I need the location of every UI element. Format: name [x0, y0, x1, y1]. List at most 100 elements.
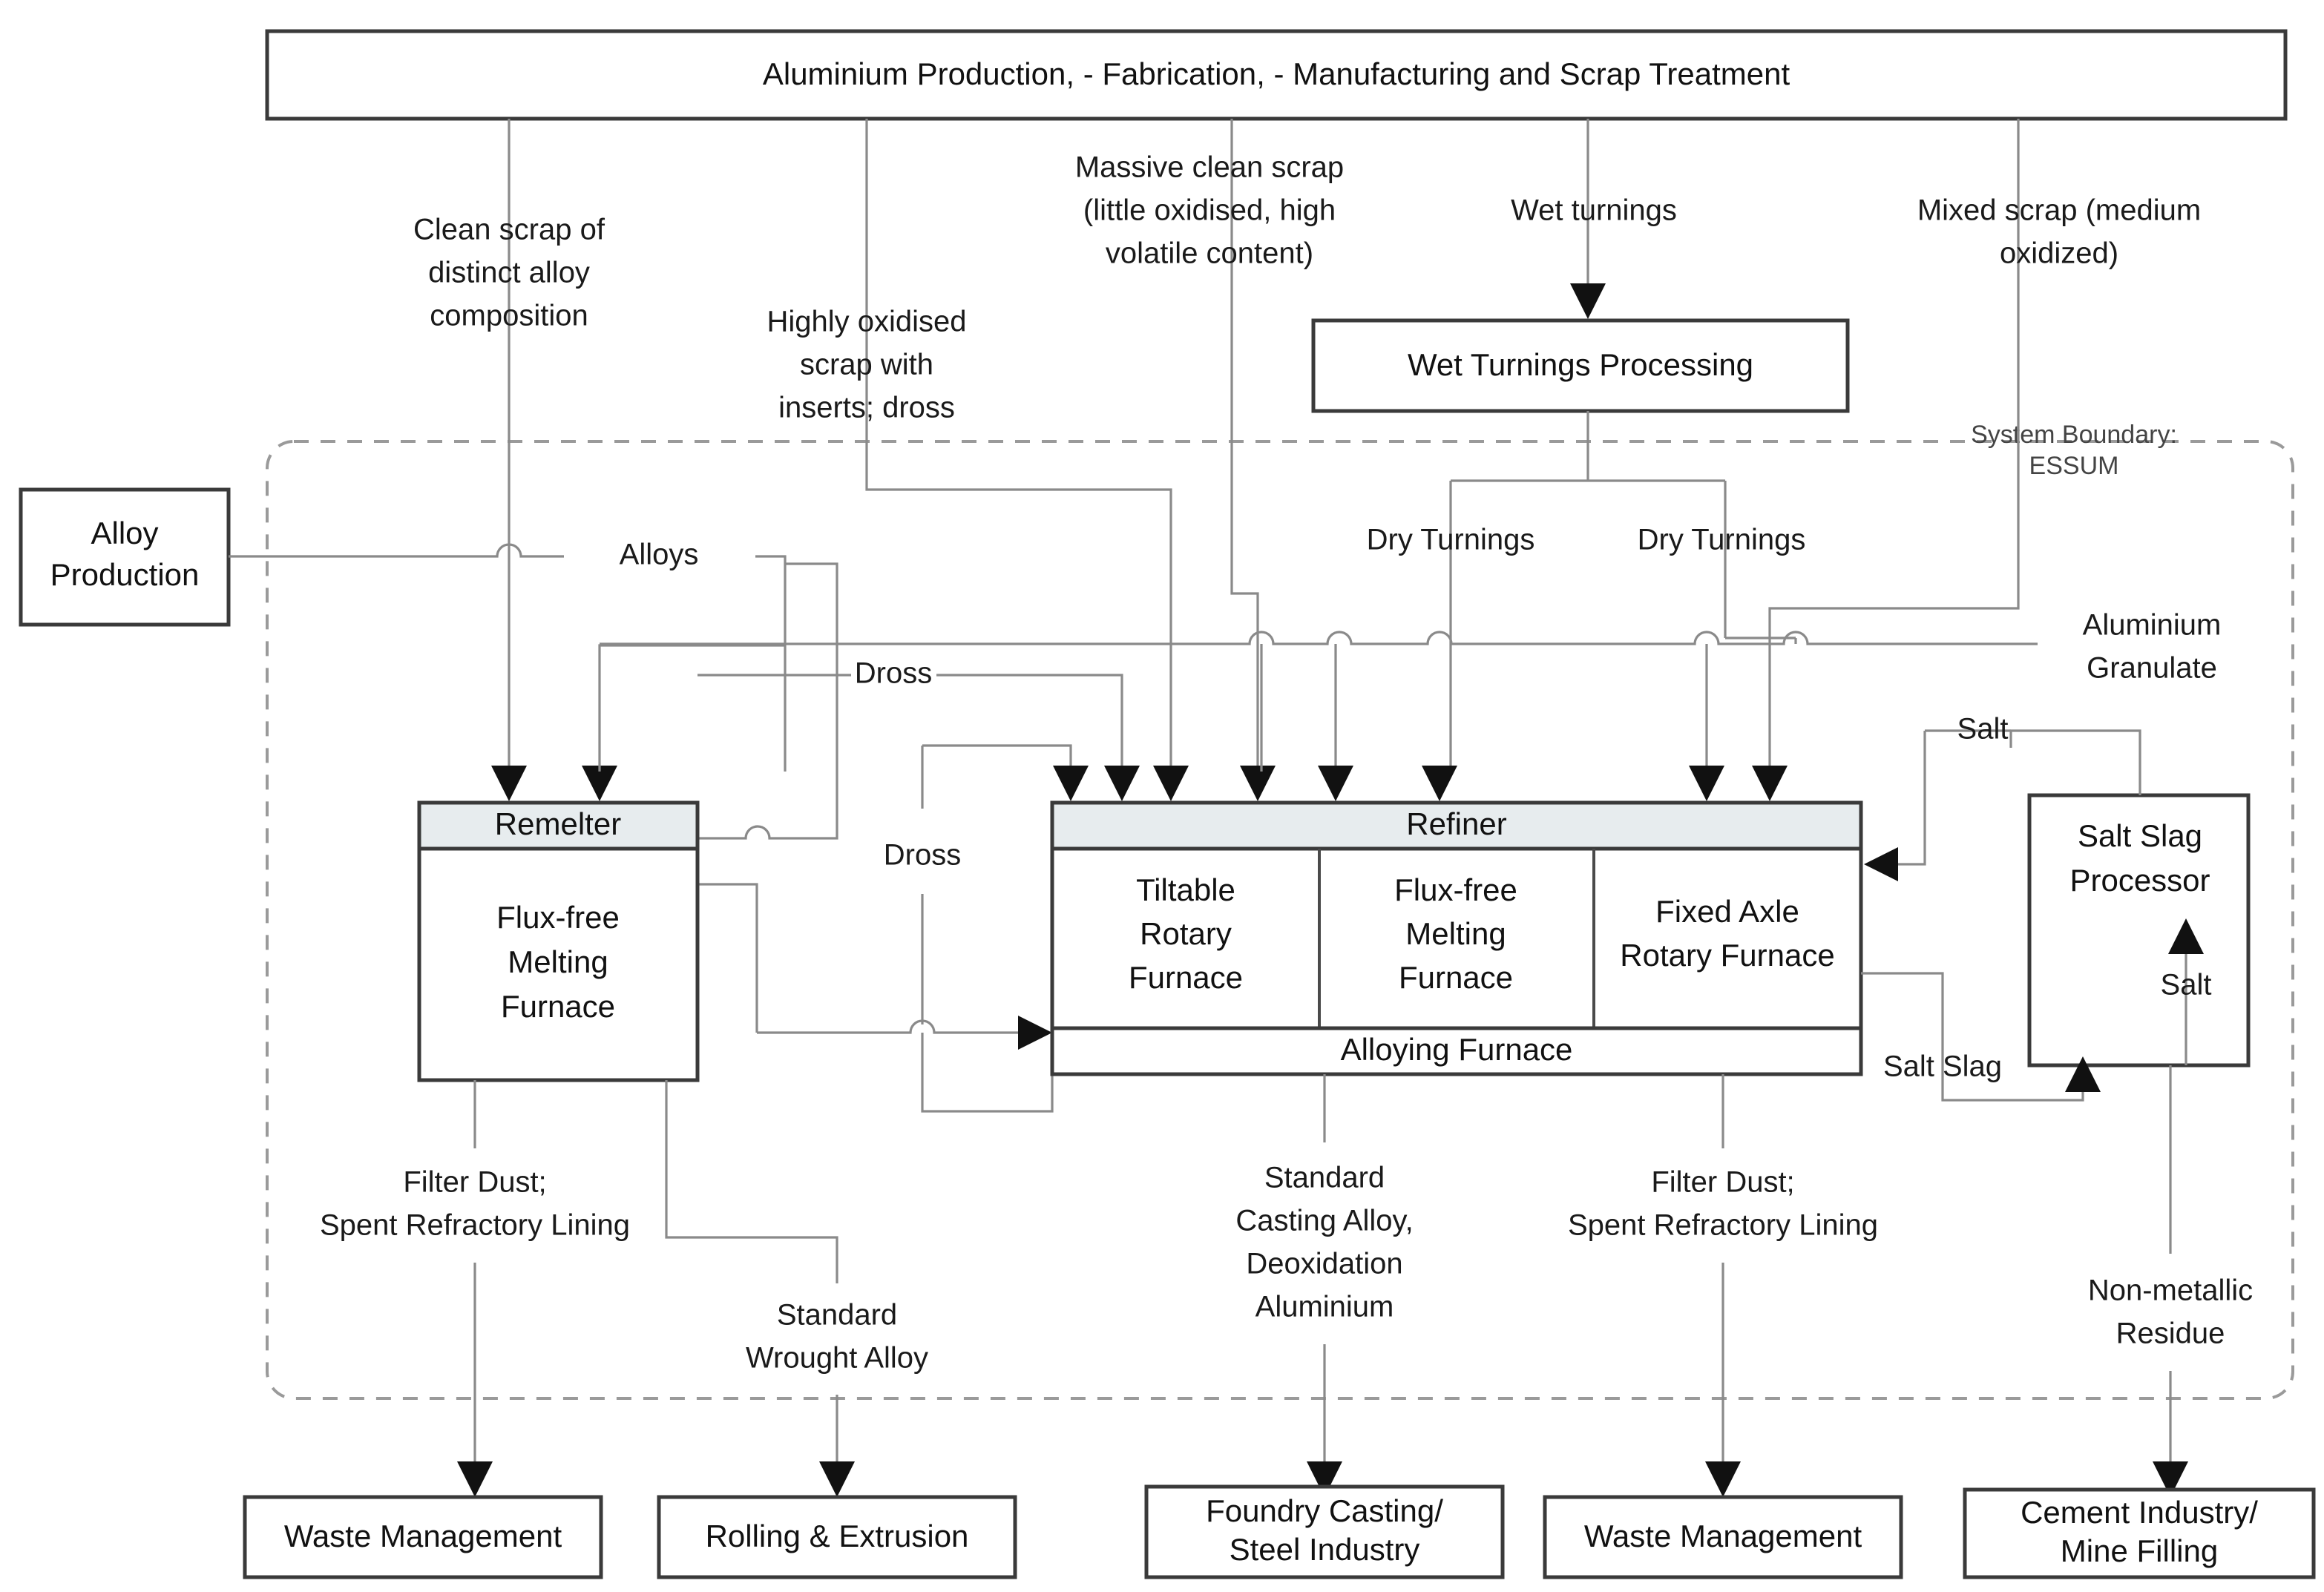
alloy-production-l1: Alloy: [91, 516, 158, 550]
label-clean-scrap-l2: distinct alloy: [428, 257, 590, 289]
refiner-cell-1-l2: Melting: [1405, 916, 1506, 951]
arrowhead-salt-slag: [2065, 1056, 2101, 1092]
flow-highly-oxidised: [865, 119, 1172, 772]
sink-label-waste-management-right: Waste Management: [1584, 1519, 1862, 1553]
label-filter-dust-right-l1: Filter Dust;: [1651, 1166, 1794, 1199]
arrowhead-foundry: [1307, 1461, 1342, 1497]
label-alloys: Alloys: [620, 539, 699, 571]
refiner-header-label: Refiner: [1406, 806, 1506, 841]
salt-slag-processor-box[interactable]: [2027, 793, 2251, 1068]
remelter-body[interactable]: [417, 846, 700, 1082]
arrowhead-alloys: [582, 766, 617, 801]
label-salt-top: Salt: [1957, 713, 2009, 746]
label-aluminium-granulate-l2: Granulate: [2087, 652, 2217, 685]
refiner-cell-0-l2: Rotary: [1140, 916, 1232, 951]
remelter-header-label: Remelter: [495, 806, 621, 841]
label-standard-casting-l3: Deoxidation: [1246, 1248, 1402, 1280]
sink-label-rolling-extrusion: Rolling & Extrusion: [706, 1519, 969, 1553]
label-highly-oxidised-l3: inserts; dross: [778, 392, 955, 424]
flow-into-alloying: [757, 1019, 1028, 1034]
label-salt-slag: Salt Slag: [1883, 1050, 2002, 1083]
refiner-header[interactable]: [1050, 800, 1863, 851]
system-boundary-label-line2: ESSUM: [2029, 452, 2119, 480]
sink-box-cement-mine-filling[interactable]: [1963, 1487, 2316, 1579]
wet-turnings-processing-box[interactable]: [1311, 318, 1850, 413]
sink-label-waste-management-left: Waste Management: [284, 1519, 562, 1553]
top-source-label: Aluminium Production, - Fabrication, - M…: [763, 56, 1790, 91]
label-non-metallic-l2: Residue: [2116, 1318, 2225, 1350]
refiner-cell-1-l1: Flux-free: [1394, 872, 1517, 907]
flow-aluminium-granulate: [600, 631, 2038, 645]
label-mixed-scrap-l2: oxidized): [2000, 237, 2118, 270]
label-standard-wrought-l1: Standard: [777, 1299, 897, 1332]
remelter-body-l1: Flux-free: [496, 900, 620, 935]
sink-box-waste-management-left[interactable]: [243, 1495, 603, 1579]
top-source-box[interactable]: [265, 29, 2288, 121]
salt-slag-processor-l2: Processor: [2069, 863, 2210, 898]
sink-label-foundry-l2: Steel Industry: [1230, 1532, 1420, 1567]
remelter-body-l2: Melting: [508, 944, 608, 979]
arrowhead-dross-upper: [1104, 766, 1140, 801]
flow-salt-top-3: [1891, 731, 1926, 866]
label-standard-casting-l4: Aluminium: [1255, 1291, 1394, 1323]
refiner-cell-1-l3: Furnace: [1399, 960, 1513, 995]
arrowhead-waste-right: [1705, 1461, 1741, 1497]
arrowhead-salt-inner: [2168, 918, 2204, 954]
flow-alloying-recycle: [921, 1033, 1054, 1113]
label-non-metallic-l1: Non-metallic: [2088, 1274, 2253, 1307]
label-filter-dust-left-l2: Spent Refractory Lining: [320, 1209, 630, 1242]
arrowhead-into-alloying: [1018, 1016, 1052, 1050]
system-boundary: [266, 440, 2294, 1400]
flow-dross-lower-up: [922, 744, 1072, 772]
arrowhead-clean-scrap: [491, 766, 527, 801]
label-standard-casting-l1: Standard: [1264, 1162, 1385, 1194]
flow-salt-top: [2009, 729, 2141, 795]
arrowhead-waste-left: [457, 1461, 493, 1497]
refiner-alloying-furnace[interactable]: [1050, 1026, 1863, 1076]
arrowhead-rolling-extrusion: [819, 1461, 855, 1497]
arrowhead-dry-turnings-left: [1422, 766, 1457, 801]
arrowhead-granulate-a: [1318, 766, 1353, 801]
sink-box-foundry-casting-steel[interactable]: [1144, 1484, 1505, 1579]
refiner-cell-2-l2: Rotary Furnace: [1620, 938, 1834, 973]
flow-standard-wrought: [665, 1080, 838, 1283]
label-massive-clean-scrap-l2: (little oxidised, high: [1083, 194, 1336, 227]
label-filter-dust-right-l2: Spent Refractory Lining: [1568, 1209, 1878, 1242]
flow-alloys-3: [598, 644, 785, 772]
label-highly-oxidised-l2: scrap with: [800, 349, 933, 381]
sink-label-cement-l2: Mine Filling: [2061, 1533, 2218, 1568]
alloy-production-l2: Production: [50, 557, 200, 592]
sink-label-cement-l1: Cement Industry/: [2021, 1495, 2258, 1530]
flow-remelter-to-alloying: [697, 883, 758, 1033]
label-clean-scrap-l3: composition: [430, 300, 588, 332]
refiner-cell-0-l1: Tiltable: [1136, 872, 1235, 907]
arrowhead-dry-turnings-right: [1689, 766, 1724, 801]
arrowhead-wet-turnings: [1570, 283, 1606, 319]
flow-massive-clean-scrap: [1230, 119, 1259, 772]
sink-box-waste-management-right[interactable]: [1543, 1495, 1903, 1579]
label-clean-scrap-l1: Clean scrap of: [413, 214, 605, 246]
remelter-header[interactable]: [417, 800, 700, 851]
alloy-production-box[interactable]: [19, 487, 231, 627]
label-mixed-scrap-l1: Mixed scrap (medium: [1917, 194, 2201, 227]
salt-slag-processor-l1: Salt Slag: [2078, 818, 2202, 853]
label-dross-lower: Dross: [884, 839, 961, 872]
flow-dry-turnings-split: [1449, 411, 1727, 772]
arrowhead-mixed-scrap: [1752, 766, 1788, 801]
sink-box-rolling-extrusion[interactable]: [657, 1495, 1017, 1579]
arrowhead-highly-oxidised: [1153, 766, 1189, 801]
system-boundary-label-line1: System Boundary:: [1971, 421, 2177, 449]
sink-label-foundry-l1: Foundry Casting/: [1206, 1493, 1443, 1528]
label-dross-upper: Dross: [855, 657, 932, 690]
label-salt-inner: Salt: [2161, 969, 2212, 1001]
flow-salt-slag: [1861, 972, 2084, 1102]
arrowhead-massive-clean-scrap: [1240, 766, 1276, 801]
flow-dross-upper-2: [936, 674, 1123, 772]
label-standard-wrought-l2: Wrought Alloy: [746, 1342, 928, 1375]
wet-turnings-processing-label: Wet Turnings Processing: [1408, 347, 1753, 382]
flow-alloys-2: [755, 555, 787, 772]
label-dry-turnings-right: Dry Turnings: [1638, 524, 1806, 556]
arrowhead-dross-lower-top: [1053, 766, 1089, 801]
label-wet-turnings: Wet turnings: [1511, 194, 1677, 227]
